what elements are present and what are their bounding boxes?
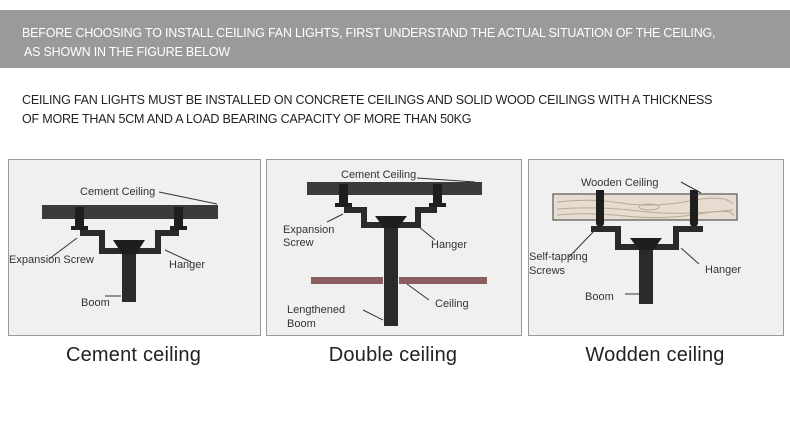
lengthened-boom <box>384 228 398 326</box>
wooden-ceiling-caption: Wodden ceiling <box>585 344 725 366</box>
double-ceiling-panel: Cement Ceiling Expansion Screw Hanger Ce… <box>266 159 522 336</box>
boom-head <box>630 238 662 250</box>
banner-line-2: AS SHOWN IN THE FIGURE BELOW <box>24 45 230 59</box>
hanger-label: Hanger <box>705 264 741 276</box>
ceiling-label: Ceiling <box>435 298 469 310</box>
expansion-screw-right <box>174 207 183 227</box>
intro-text: CEILING FAN LIGHTS MUST BE INSTALLED ON … <box>22 91 762 129</box>
boom <box>122 254 136 302</box>
false-ceiling-right <box>399 277 487 284</box>
boom <box>639 250 653 304</box>
false-ceiling-left <box>311 277 383 284</box>
hanger-label: Hanger <box>431 239 467 251</box>
wooden-ceiling-panel: Wooden Ceiling Self-tapping Screws Hange… <box>528 159 784 336</box>
boom-head <box>113 240 145 254</box>
boom-label: Boom <box>585 291 614 303</box>
hanger <box>591 226 703 250</box>
self-tapping-screw-right <box>690 190 698 230</box>
intro-line-1: CEILING FAN LIGHTS MUST BE INSTALLED ON … <box>22 93 713 107</box>
hanger <box>80 230 179 254</box>
boom-label: Boom <box>81 297 110 309</box>
lengthened-label-line-2: Boom <box>287 318 316 330</box>
expansion-screw-left <box>75 207 84 227</box>
wooden-ceiling-diagram: Wooden Ceiling Self-tapping Screws Hange… <box>529 177 741 304</box>
expansion-label-line-1: Expansion <box>283 224 334 236</box>
cement-ceiling-panel: Cement Ceiling Expansion Screw Hanger Bo… <box>8 159 261 336</box>
intro-line-2: OF MORE THAN 5CM AND A LOAD BEARING CAPA… <box>22 112 472 126</box>
cement-slab <box>307 182 482 195</box>
lengthened-label-line-1: Lengthened <box>287 304 345 316</box>
hanger <box>344 207 437 228</box>
banner-line-1: BEFORE CHOOSING TO INSTALL CEILING FAN L… <box>22 26 716 40</box>
self-tapping-screw-left <box>596 190 604 230</box>
cement-ceiling-caption: Cement ceiling <box>65 344 202 366</box>
double-ceiling-caption: Double ceiling <box>328 344 458 366</box>
hanger-label: Hanger <box>169 259 205 271</box>
banner-text: BEFORE CHOOSING TO INSTALL CEILING FAN L… <box>22 24 772 62</box>
self-tapping-label-line-1: Self-tapping <box>529 251 588 263</box>
expansion-screw-right <box>433 184 442 204</box>
header-banner: BEFORE CHOOSING TO INSTALL CEILING FAN L… <box>0 10 790 68</box>
cement-ceiling-label: Cement Ceiling <box>341 169 416 181</box>
boom-head <box>375 216 407 228</box>
wooden-ceiling-label: Wooden Ceiling <box>581 177 658 189</box>
cement-ceiling-diagram: Cement Ceiling Expansion Screw Hanger Bo… <box>9 186 218 309</box>
expansion-label-line-2: Screw <box>283 237 314 249</box>
expansion-screw-label: Expansion Screw <box>9 254 94 266</box>
cement-slab <box>42 205 218 219</box>
cement-ceiling-label: Cement Ceiling <box>80 186 155 198</box>
self-tapping-label-line-2: Screws <box>529 265 566 277</box>
double-ceiling-diagram: Cement Ceiling Expansion Screw Hanger Ce… <box>283 169 487 330</box>
expansion-screw-left <box>339 184 348 204</box>
